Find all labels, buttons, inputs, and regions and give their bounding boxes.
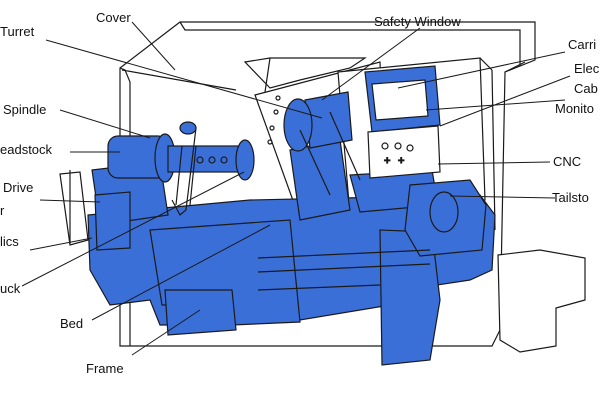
label-chuck: uck bbox=[0, 281, 21, 296]
label-frame: Frame bbox=[86, 361, 124, 376]
labels: Cover Turret Safety Window Carri Elec Ca… bbox=[0, 10, 600, 376]
label-safety-window: Safety Window bbox=[374, 14, 461, 29]
label-bed: Bed bbox=[60, 316, 83, 331]
label-monitor: Monito bbox=[555, 101, 594, 116]
label-tailstock: Tailsto bbox=[552, 190, 589, 205]
label-hydraulics: lics bbox=[0, 234, 19, 249]
label-headstock: eadstock bbox=[0, 142, 53, 157]
label-turret: Turret bbox=[0, 24, 35, 39]
label-electrical-cabinet-2: Cab bbox=[574, 81, 598, 96]
monitor-screen bbox=[371, 79, 429, 121]
svg-text:+: + bbox=[384, 155, 390, 167]
label-drive: Drive bbox=[3, 180, 33, 195]
label-electrical-cabinet-1: Elec bbox=[574, 61, 600, 76]
carriage-slide bbox=[289, 139, 351, 221]
frame-leg-middle bbox=[164, 289, 237, 336]
label-carriage: Carri bbox=[568, 37, 596, 52]
chuck bbox=[235, 139, 255, 181]
label-cover: Cover bbox=[96, 10, 131, 25]
machine-details: + + bbox=[171, 95, 431, 291]
turret-disc bbox=[283, 98, 313, 152]
label-drive-2: r bbox=[0, 203, 5, 218]
tailstock-quill bbox=[429, 191, 459, 233]
label-cnc: CNC bbox=[553, 154, 581, 169]
leader-lines bbox=[21, 21, 571, 356]
drive-motor bbox=[94, 191, 131, 251]
control-panel bbox=[367, 125, 441, 179]
svg-text:+: + bbox=[398, 155, 404, 167]
label-spindle: Spindle bbox=[3, 102, 46, 117]
